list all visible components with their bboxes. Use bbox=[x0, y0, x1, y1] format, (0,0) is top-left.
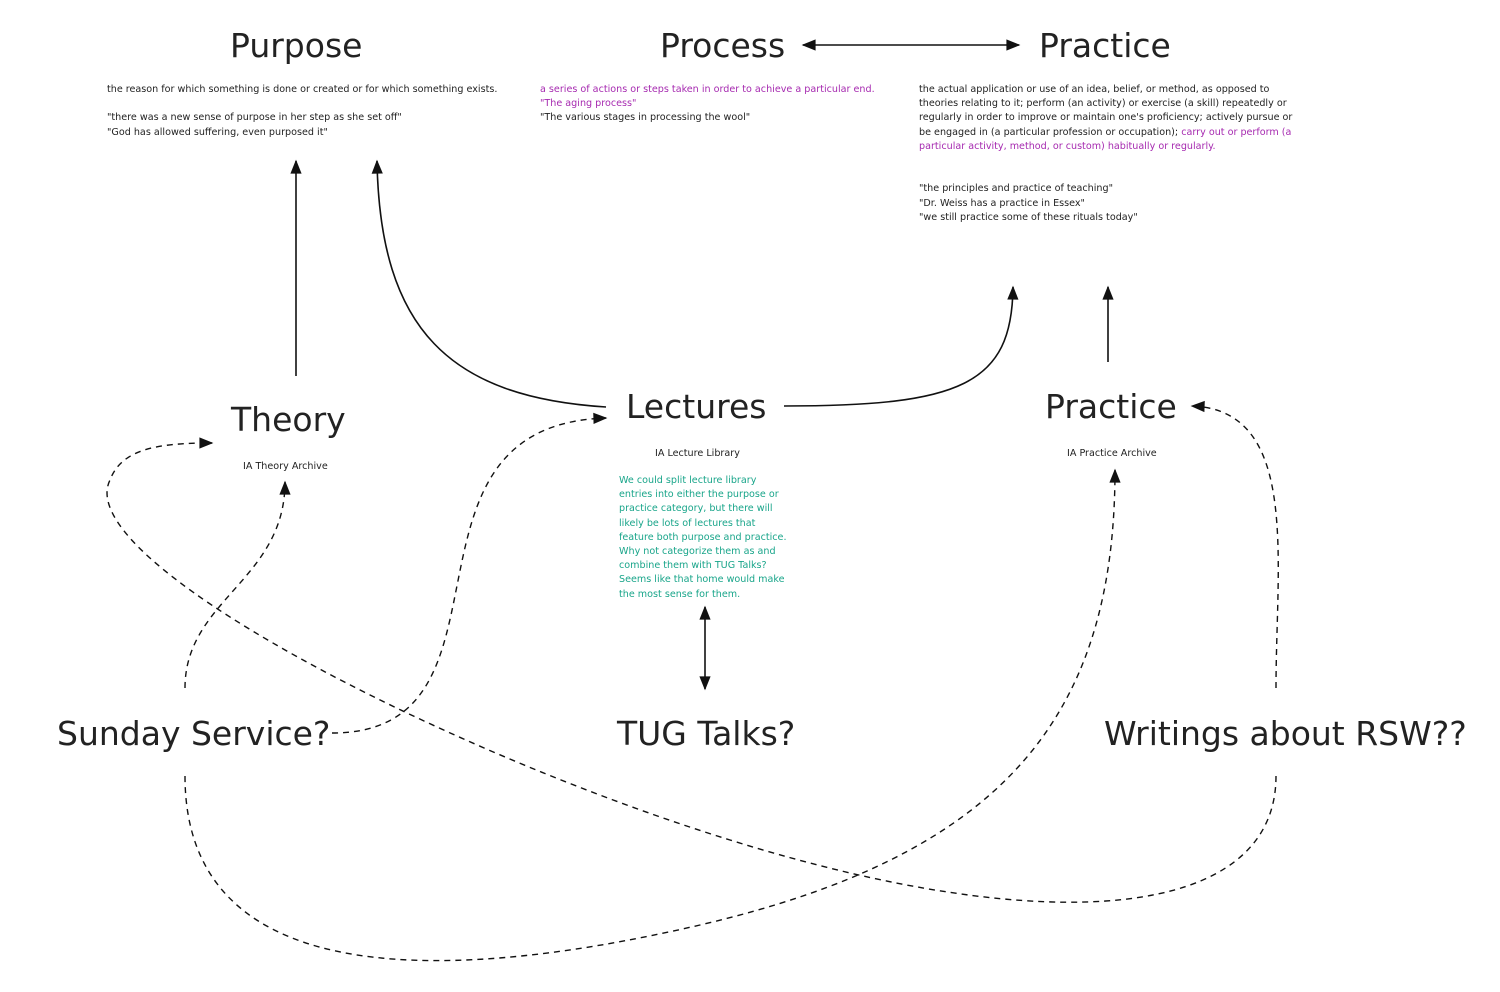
process-example-2: "The various stages in processing the wo… bbox=[540, 112, 751, 124]
node-writings-rsw: Writings about RSW?? bbox=[1104, 714, 1467, 753]
purpose-example-1: "there was a new sense of purpose in her… bbox=[107, 112, 402, 124]
arrow-lectures-practice bbox=[783, 285, 1019, 407]
dashed-writings-theory bbox=[106, 437, 1277, 903]
practice-definition-text: the actual application or use of an idea… bbox=[919, 83, 1297, 154]
label-ia-theory-archive: IA Theory Archive bbox=[243, 461, 328, 472]
dashed-sunday-practice bbox=[184, 468, 1121, 962]
dashed-sunday-lectures bbox=[331, 412, 608, 734]
label-ia-practice-archive: IA Practice Archive bbox=[1067, 448, 1157, 459]
process-definition-text: a series of actions or steps taken in or… bbox=[540, 84, 875, 95]
lecture-library-note: We could split lecture library entries i… bbox=[619, 475, 787, 600]
process-example-1: "The aging process" bbox=[540, 98, 637, 110]
node-process: Process bbox=[660, 26, 786, 65]
node-tug-talks: TUG Talks? bbox=[617, 714, 796, 753]
practice-example-2: "Dr. Weiss has a practice in Essex" bbox=[919, 197, 1085, 209]
arrow-lectures-purpose bbox=[371, 159, 607, 408]
node-practice-mid: Practice bbox=[1045, 387, 1177, 426]
node-sunday-service: Sunday Service? bbox=[57, 714, 331, 753]
practice-example-1: "the principles and practice of teaching… bbox=[919, 183, 1114, 195]
practice-definition-highlight: carry out or perform (a particular activ… bbox=[919, 126, 1292, 152]
practice-definition-main: the actual application or use of an idea… bbox=[919, 84, 1293, 138]
label-ia-lecture-library: IA Lecture Library bbox=[655, 448, 740, 459]
practice-example-3: "we still practice some of these rituals… bbox=[919, 211, 1138, 223]
purpose-definition: the reason for which something is done o… bbox=[107, 83, 527, 140]
process-definition: a series of actions or steps taken in or… bbox=[540, 83, 880, 126]
dashed-sunday-theory bbox=[184, 480, 291, 689]
practice-definition: the actual application or use of an idea… bbox=[919, 83, 1297, 225]
node-practice-top: Practice bbox=[1039, 26, 1171, 65]
dashed-writings-practice bbox=[1190, 400, 1279, 689]
purpose-definition-text: the reason for which something is done o… bbox=[107, 84, 498, 95]
node-theory: Theory bbox=[231, 400, 346, 439]
node-purpose: Purpose bbox=[230, 26, 363, 65]
purpose-example-2: "God has allowed suffering, even purpose… bbox=[107, 126, 328, 138]
node-lectures: Lectures bbox=[626, 387, 767, 426]
